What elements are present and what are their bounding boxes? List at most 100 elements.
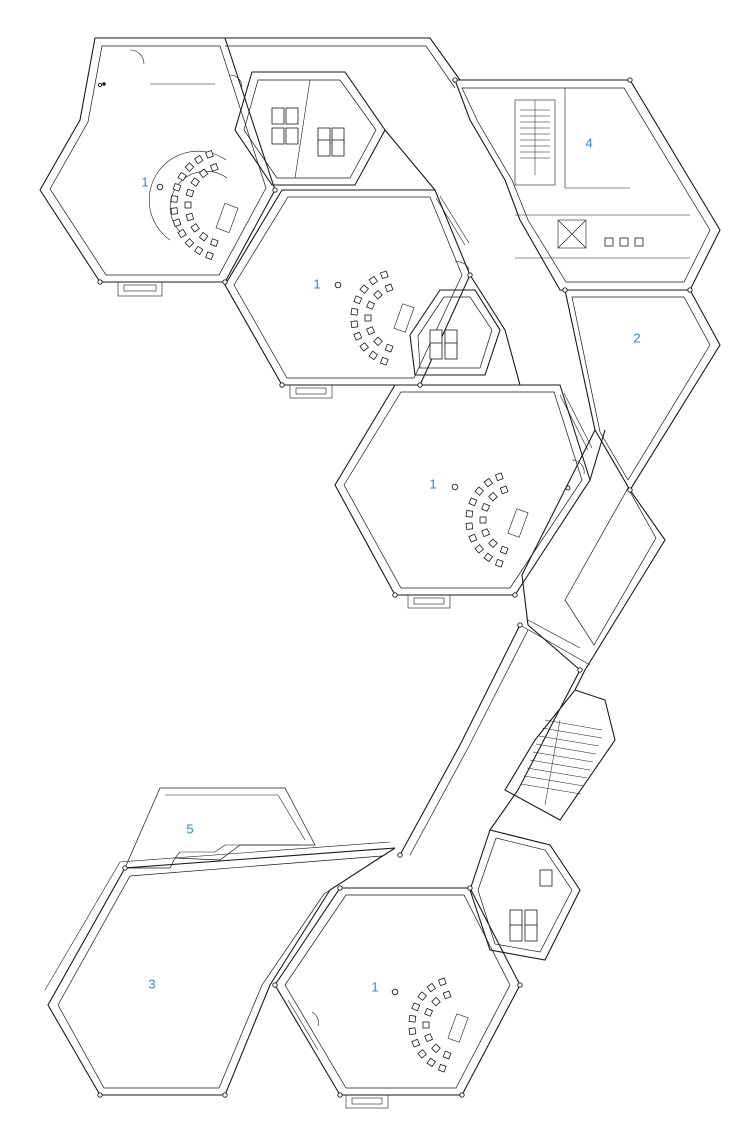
top-connector-walls [225,37,606,481]
seat [424,1007,434,1017]
room-label-1-top: 1 [141,174,148,189]
seat [465,522,474,531]
seat [350,307,359,316]
seating-rows-c [465,472,509,568]
seat [488,491,498,502]
seat [465,509,474,518]
seat [209,238,219,247]
classroom-hex-bottom [274,887,521,1109]
column-marker [627,487,633,493]
washroom-bottom [509,869,553,942]
seat [205,149,214,159]
column-marker [467,272,473,278]
stair-top [514,99,556,186]
column-marker [222,279,228,285]
seating-rows-a [170,149,219,261]
seat [426,1057,437,1068]
seat [417,991,427,1001]
seat [368,275,379,286]
column-marker [397,852,403,858]
seat [194,154,204,165]
seat [384,283,394,293]
classroom-hex-third [334,384,593,609]
room-label-3: 3 [148,976,155,991]
column-marker [452,77,458,83]
room-label-4: 4 [585,135,592,150]
seat [494,472,504,482]
seat [474,544,484,554]
seat [442,1050,452,1060]
column-marker [459,1092,465,1098]
seat [368,350,379,361]
seat [437,1063,447,1073]
seat [468,533,478,543]
seat [411,1038,421,1048]
column-marker [122,865,128,871]
seat [170,207,179,215]
column-marker [577,667,583,673]
column-marker [97,1092,103,1098]
seat [379,270,389,280]
seat [198,168,209,179]
seat [184,238,195,248]
seat [170,195,179,203]
seat [499,545,509,555]
column-marker [627,77,633,83]
seating-rows-d [408,977,452,1073]
column-marker [512,592,518,598]
seat [353,295,363,305]
seat [184,162,195,172]
seat [442,990,452,1000]
column-marker [517,982,523,988]
column-marker [467,885,473,891]
column-marker [337,1092,343,1098]
stair-bottom [520,719,603,806]
room-label-5: 5 [186,821,193,836]
seat [411,1002,421,1012]
seat [194,245,204,256]
seat [373,289,383,300]
room-3-hall [44,841,396,1096]
seat [424,1033,434,1043]
column-marker [392,592,398,598]
seat [408,1014,417,1023]
seating-rows-b [350,270,394,366]
column-marker [272,982,278,988]
seat [184,201,192,209]
column-marker [517,622,523,628]
room-label-1-second: 1 [313,276,320,291]
seat [366,300,376,310]
seat [172,182,182,192]
washroom-second [409,289,501,376]
seat [422,1021,430,1029]
seat [417,1049,427,1059]
seat [379,356,389,366]
seat [481,502,491,512]
column-marker [417,382,423,388]
column-marker [279,382,285,388]
classroom-hex-top-left [39,37,276,297]
column-marker [687,287,693,293]
right-wing [399,79,721,961]
column-marker [272,187,278,193]
seat [474,486,484,496]
seat [364,314,372,322]
seat [198,231,209,242]
seat [384,343,394,353]
seat [481,528,491,538]
seat [359,284,369,294]
room-label-1-third: 1 [429,476,436,491]
washroom-top [234,71,386,186]
seat [499,485,509,495]
seat [190,177,200,187]
seat [488,538,498,549]
seat [483,552,494,563]
seat [359,342,369,352]
seat [209,163,219,172]
seat [172,218,182,228]
seat [185,212,195,222]
seat [426,982,437,993]
column-marker [337,885,343,891]
classroom-hex-second [224,189,471,399]
